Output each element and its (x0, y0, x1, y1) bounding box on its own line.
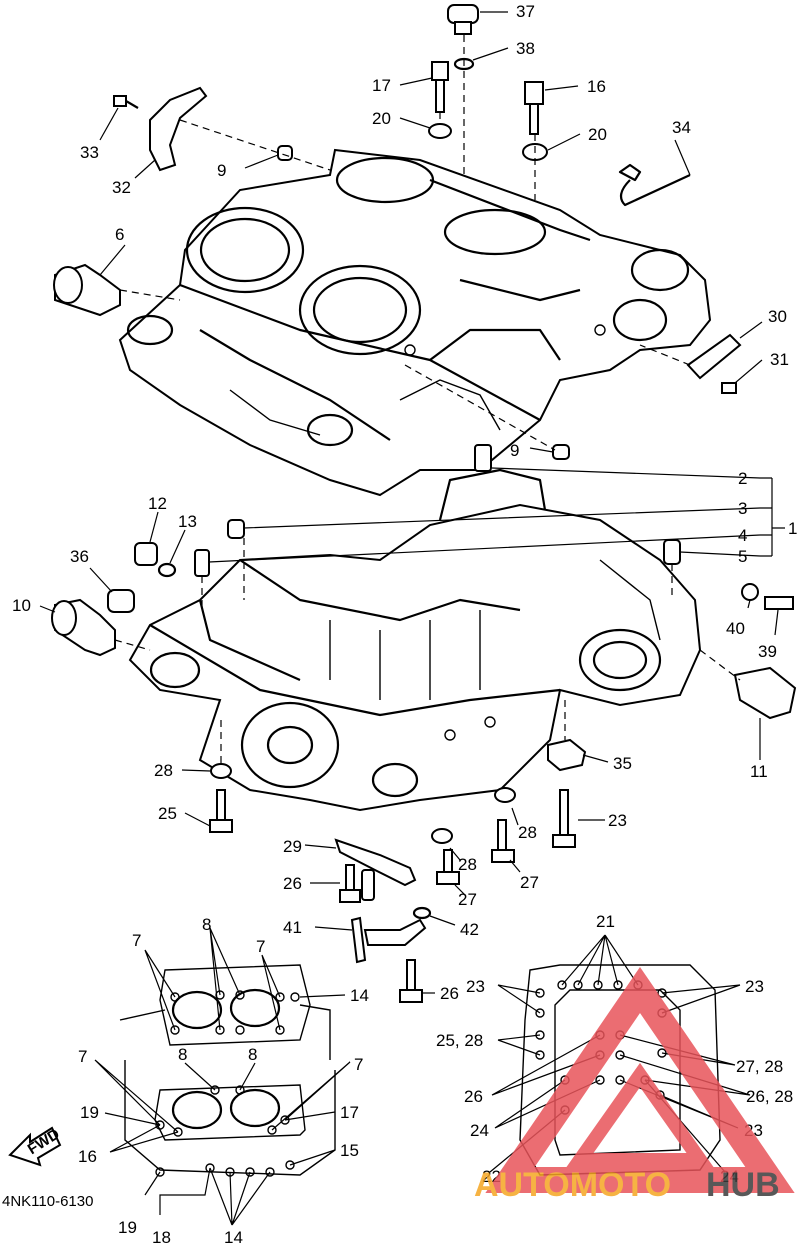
upper-crankcase (118, 148, 712, 497)
callout-28: 28 (154, 761, 173, 780)
callout-23: 23 (608, 811, 627, 830)
watermark-text-dark: HUB (706, 1166, 780, 1204)
fwd-arrow: FWD (8, 1125, 63, 1167)
diagram-code: 4NK110-6130 (2, 1193, 93, 1210)
callout-36: 36 (70, 547, 89, 566)
callout-26: 26 (464, 1087, 483, 1106)
callout-14: 14 (350, 986, 369, 1005)
callout-25-28: 25, 28 (436, 1031, 483, 1050)
callout-32: 32 (112, 178, 131, 197)
callout-29: 29 (283, 837, 302, 856)
callout-4: 4 (738, 526, 747, 545)
callout-27-28: 27, 28 (736, 1057, 783, 1076)
callout-33: 33 (80, 143, 99, 162)
watermark-logo: AUTOMOTO HUB (474, 966, 795, 1204)
callout-40: 40 (726, 619, 745, 638)
callout-38: 38 (516, 39, 535, 58)
callout-7: 7 (354, 1055, 363, 1074)
lower-crankcase (128, 468, 702, 812)
callout-35: 35 (613, 754, 632, 773)
callout-6: 6 (115, 225, 124, 244)
callout-26: 26 (440, 984, 459, 1003)
callout-27: 27 (458, 890, 477, 909)
callout-42: 42 (460, 920, 479, 939)
callout-10: 10 (12, 596, 31, 615)
callout-17: 17 (372, 76, 391, 95)
callout-11: 11 (750, 762, 768, 781)
callout-23: 23 (745, 977, 764, 996)
watermark-text-colored: AUTOMOTO (474, 1166, 671, 1204)
callout-34: 34 (672, 118, 691, 137)
callout-14: 14 (224, 1228, 243, 1247)
small-parts (51, 4, 797, 1003)
callout-21: 21 (596, 912, 615, 931)
callout-23: 23 (466, 977, 485, 996)
callout-16: 16 (78, 1147, 97, 1166)
callout-41: 41 (283, 918, 302, 937)
callout-12: 12 (148, 494, 167, 513)
callout-13: 13 (178, 512, 197, 531)
callout-7: 7 (132, 931, 141, 950)
callout-20: 20 (588, 125, 607, 144)
callout-20: 20 (372, 109, 391, 128)
callout-39: 39 (758, 642, 777, 661)
callout-5: 5 (738, 547, 747, 566)
callout-8: 8 (202, 915, 211, 934)
callout-9: 9 (510, 441, 519, 460)
callout-26-28: 26, 28 (746, 1087, 793, 1106)
leader-lines (39, 11, 785, 994)
callout-28: 28 (518, 823, 537, 842)
callout-18: 18 (152, 1228, 171, 1247)
callout-17: 17 (340, 1103, 359, 1122)
callout-24: 24 (470, 1121, 489, 1140)
callout-25: 25 (158, 804, 177, 823)
callout-1: 1 (788, 519, 797, 538)
callout-19: 19 (80, 1103, 99, 1122)
callout-26: 26 (283, 874, 302, 893)
callout-30: 30 (768, 307, 787, 326)
callout-8: 8 (178, 1045, 187, 1064)
callout-31: 31 (770, 350, 789, 369)
callout-27: 27 (520, 873, 539, 892)
callout-19: 19 (118, 1218, 137, 1237)
callout-15: 15 (340, 1141, 359, 1160)
callout-7: 7 (256, 937, 265, 956)
watermark-inner-triangle (566, 1062, 714, 1167)
callout-28: 28 (458, 855, 477, 874)
watermark-triangle (485, 966, 795, 1193)
bolt-pattern-left (94, 927, 351, 1226)
callout-2: 2 (738, 469, 747, 488)
callout-37: 37 (516, 2, 535, 21)
callout-16: 16 (587, 77, 606, 96)
callout-7: 7 (78, 1047, 87, 1066)
assembly-lines (114, 35, 741, 765)
callout-9: 9 (217, 161, 226, 180)
callout-8: 8 (248, 1045, 257, 1064)
callout-3: 3 (738, 499, 747, 518)
